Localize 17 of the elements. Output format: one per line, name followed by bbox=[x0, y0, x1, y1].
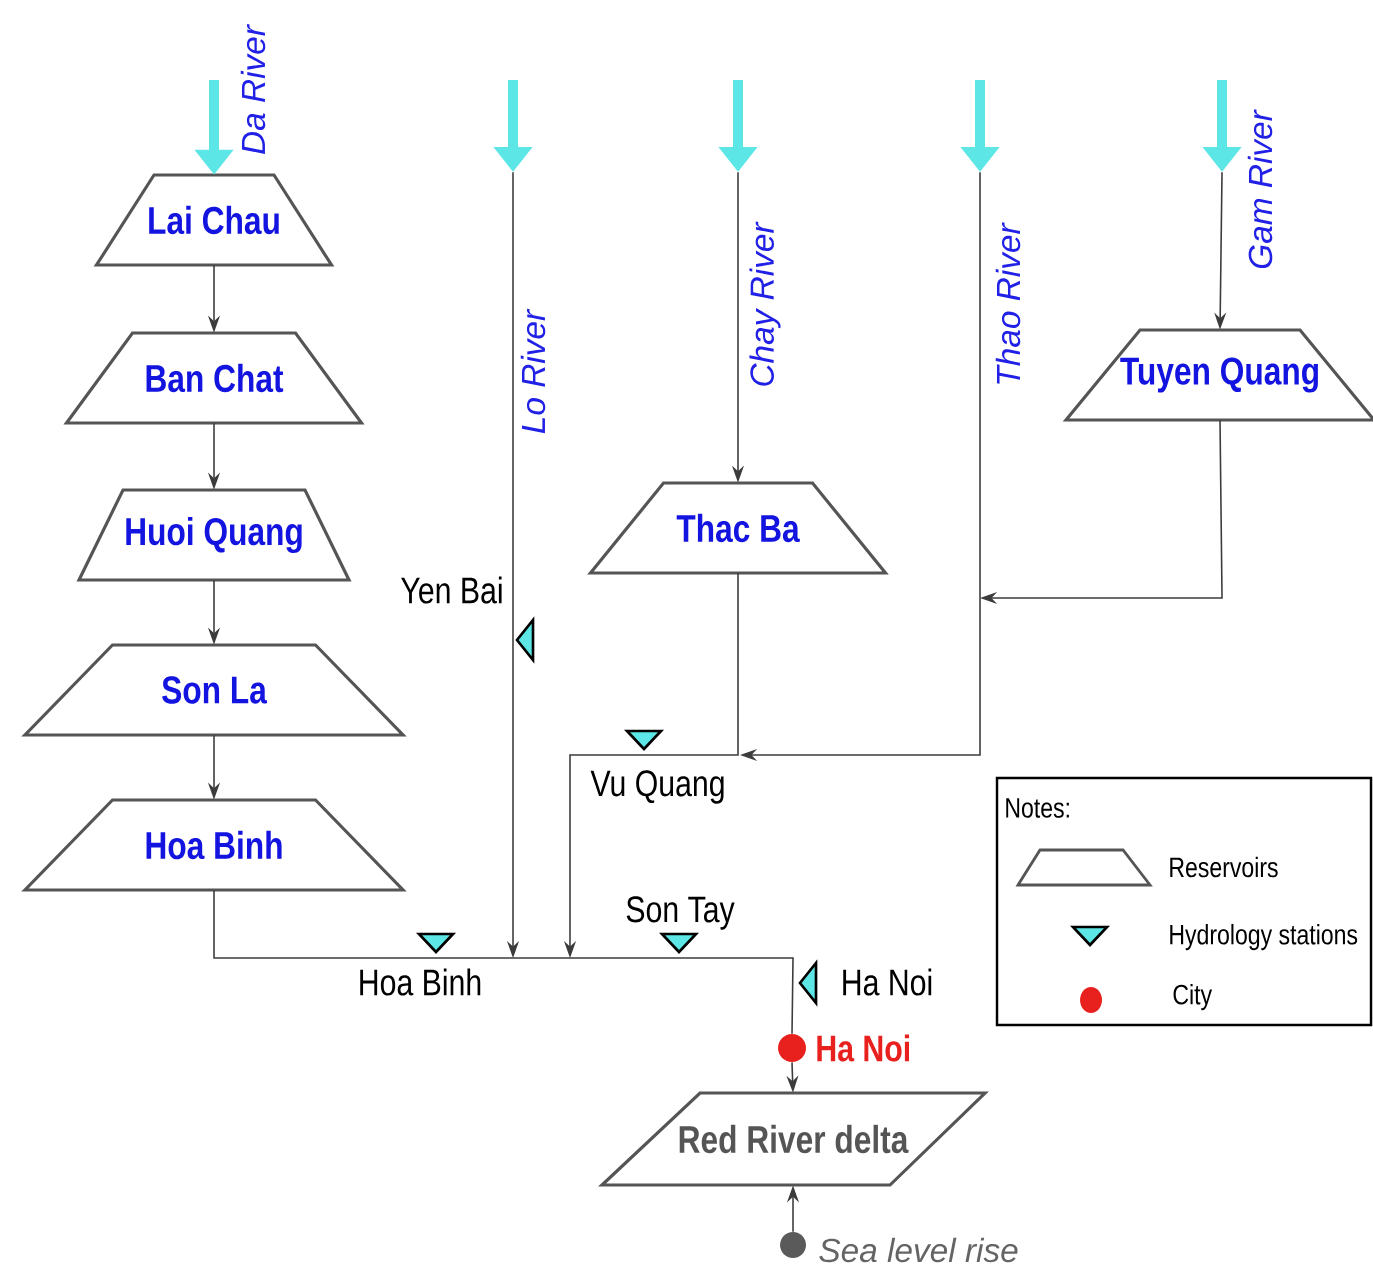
station-label: Ha Noi bbox=[843, 968, 932, 996]
station-label: Vu Quang bbox=[590, 770, 724, 804]
river-label: Chay River bbox=[747, 220, 783, 390]
station-label: Hoa Binh bbox=[360, 968, 481, 996]
river-label: Da River bbox=[239, 23, 268, 157]
station-label: Yen Bai bbox=[401, 576, 502, 604]
legend-label: Hydrology stations bbox=[1170, 923, 1358, 951]
city-label: Ha Noi bbox=[817, 1034, 909, 1062]
river-label: Gam River bbox=[1246, 108, 1275, 272]
river-label: Lo River bbox=[519, 308, 548, 436]
legend-label: Reservoirs bbox=[1170, 856, 1278, 878]
node-label: Sea level rise bbox=[819, 1237, 1018, 1263]
legend-title: Notes: bbox=[1006, 798, 1069, 818]
river-label: Thao River bbox=[994, 221, 1023, 389]
legend-label: City bbox=[1173, 983, 1213, 1011]
station-label: Son Tay bbox=[626, 896, 735, 930]
river-line bbox=[213, 889, 794, 1035]
